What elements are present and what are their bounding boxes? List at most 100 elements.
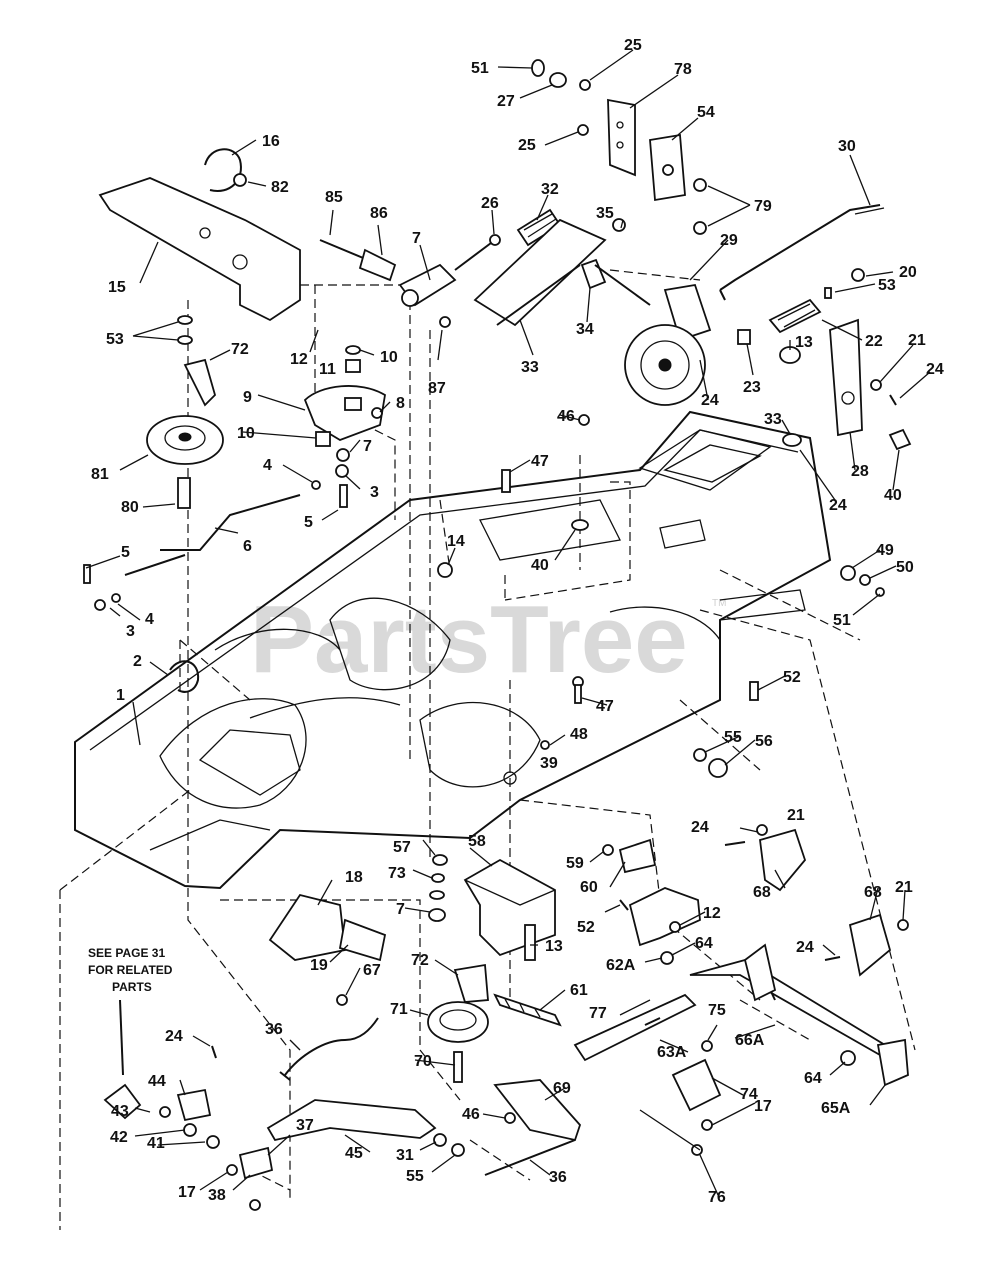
label-39: 39: [540, 755, 558, 772]
label-21-mid: 21: [787, 807, 805, 824]
label-34: 34: [576, 321, 594, 338]
label-53-left: 53: [106, 331, 124, 348]
label-68-right: 68: [864, 884, 882, 901]
label-73: 73: [388, 865, 406, 882]
label-17-left: 17: [178, 1184, 196, 1201]
label-69: 69: [553, 1080, 571, 1097]
label-66A: 66A: [735, 1032, 765, 1049]
label-78: 78: [674, 61, 692, 78]
label-3-lower: 3: [126, 623, 135, 640]
label-68-left: 68: [753, 884, 771, 901]
label-64-right: 64: [804, 1070, 822, 1087]
label-5-lower: 5: [121, 544, 130, 561]
label-63A: 63A: [657, 1044, 687, 1061]
label-41: 41: [147, 1135, 165, 1152]
label-24-bottom-left: 24: [165, 1028, 183, 1045]
label-42: 42: [110, 1129, 128, 1146]
parts-group-upper-right: [531, 59, 912, 451]
label-40-right: 40: [884, 487, 902, 504]
label-67: 67: [363, 962, 381, 979]
label-7-upper: 7: [363, 438, 372, 455]
frame-part: [74, 410, 832, 890]
label-65A: 65A: [821, 1100, 851, 1117]
label-48: 48: [570, 726, 588, 743]
label-1: 1: [116, 687, 125, 704]
label-25-top: 25: [624, 37, 642, 54]
label-76: 76: [708, 1189, 726, 1206]
label-86: 86: [370, 205, 388, 222]
label-47-mid: 47: [596, 698, 614, 715]
label-17-right: 17: [754, 1098, 772, 1115]
label-30: 30: [838, 138, 856, 155]
parts-group-upper-middle: [319, 208, 712, 406]
label-80: 80: [121, 499, 139, 516]
label-25-mid: 25: [518, 137, 536, 154]
parts-group-frame-hardware: [437, 414, 885, 778]
label-59: 59: [566, 855, 584, 872]
label-10-top: 10: [380, 349, 398, 366]
label-23: 23: [743, 379, 761, 396]
label-87: 87: [428, 380, 446, 397]
label-51-top: 51: [471, 60, 489, 77]
label-77: 77: [589, 1005, 607, 1022]
label-4-upper: 4: [263, 457, 272, 474]
label-21-right: 21: [895, 879, 913, 896]
label-18: 18: [345, 869, 363, 886]
label-37: 37: [296, 1117, 314, 1134]
label-79: 79: [754, 198, 772, 215]
label-58: 58: [468, 833, 486, 850]
label-60: 60: [580, 879, 598, 896]
parts-group-lower-right: [573, 824, 909, 1156]
label-33-mid: 33: [521, 359, 539, 376]
label-43: 43: [111, 1103, 129, 1120]
parts-group-lower-left: [103, 999, 465, 1211]
label-54: 54: [697, 104, 715, 121]
label-35: 35: [596, 205, 614, 222]
label-55-bottom: 55: [406, 1168, 424, 1185]
label-85: 85: [325, 189, 343, 206]
label-12-top: 12: [290, 351, 308, 368]
label-74: 74: [740, 1086, 758, 1103]
label-49: 49: [876, 542, 894, 559]
label-6: 6: [243, 538, 252, 555]
label-24-lower-2: 24: [796, 939, 814, 956]
label-62A: 62A: [606, 957, 636, 974]
label-31: 31: [396, 1147, 414, 1164]
assembly-guide-lines: [59, 269, 916, 1230]
note-line-1: SEE PAGE 31: [88, 946, 165, 960]
label-15: 15: [108, 279, 126, 296]
part-labels: 16 82 15 53 12 72 9 81 80 4 5 6 5 3 4 2 …: [91, 37, 944, 1206]
note-line-3: PARTS: [112, 980, 152, 994]
label-40-center: 40: [531, 557, 549, 574]
label-36-left: 36: [265, 1021, 283, 1038]
label-46-top: 46: [557, 408, 575, 425]
parts-group-lower-center: [268, 838, 657, 1176]
label-57: 57: [393, 839, 411, 856]
label-75: 75: [708, 1002, 726, 1019]
label-47-top: 47: [531, 453, 549, 470]
label-51-right: 51: [833, 612, 851, 629]
label-7-lower: 7: [396, 901, 405, 918]
watermark-trademark: TM: [712, 598, 726, 609]
leader-lines: [85, 49, 931, 1196]
watermark-text: PartsTree: [250, 586, 688, 693]
label-24-far-right: 24: [926, 361, 944, 378]
label-81: 81: [91, 466, 109, 483]
label-36-bottom: 36: [549, 1169, 567, 1186]
label-70: 70: [414, 1053, 432, 1070]
parts-group-upper-left: [83, 148, 386, 693]
label-2: 2: [133, 653, 142, 670]
label-8: 8: [396, 395, 405, 412]
label-61: 61: [570, 982, 588, 999]
label-64-left: 64: [695, 935, 713, 952]
label-29: 29: [720, 232, 738, 249]
label-19: 19: [310, 957, 328, 974]
label-22: 22: [865, 333, 883, 350]
label-3-upper: 3: [370, 484, 379, 501]
label-13-top: 13: [795, 334, 813, 351]
label-4-lower: 4: [145, 611, 154, 628]
label-12-bottom: 12: [703, 905, 721, 922]
label-56: 56: [755, 733, 773, 750]
label-20: 20: [899, 264, 917, 281]
